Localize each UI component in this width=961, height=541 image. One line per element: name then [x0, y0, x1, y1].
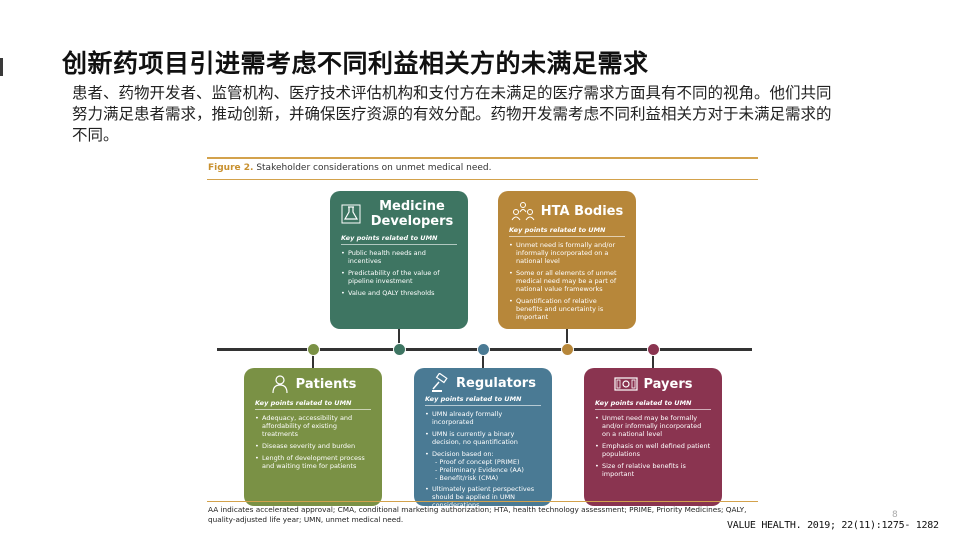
- figure-caption-rule: [207, 179, 758, 180]
- connector-regulators: [482, 351, 484, 368]
- flask-icon: [341, 204, 361, 224]
- card-subpoint: - Proof of concept (PRIME): [435, 458, 520, 466]
- timeline-dot-payers: [647, 343, 660, 356]
- citation: VALUE HEALTH. 2019; 22(11):1275- 1282: [727, 520, 939, 531]
- card-point: Decision based on:- Proof of concept (PR…: [425, 450, 541, 482]
- figure-caption-text: Stakeholder considerations on unmet medi…: [253, 163, 492, 173]
- card-point: Predictability of the value of pipeline …: [341, 269, 457, 285]
- page-number: 8: [892, 510, 898, 520]
- card-divider: [425, 405, 541, 406]
- card-regulators: Regulators Key points related to UMN UMN…: [414, 368, 552, 509]
- card-divider: [509, 236, 625, 237]
- gavel-icon: [432, 373, 448, 392]
- card-subpoint: - Benefit/risk (CMA): [435, 474, 499, 482]
- card-subtitle: Key points related to UMN: [255, 399, 352, 407]
- card-point: UMN already formally incorporated: [425, 410, 541, 426]
- card-point: Public health needs and incentives: [341, 249, 457, 265]
- card-points: Unmet need may be formally and/or inform…: [595, 414, 711, 478]
- connector-developers: [398, 326, 400, 348]
- card-divider: [341, 244, 457, 245]
- connector-patients: [312, 351, 314, 368]
- card-patients: Patients Key points related to UMN Adequ…: [244, 368, 382, 506]
- card-point: Ultimately patient perspectives should b…: [425, 485, 541, 509]
- card-point: Value and QALY thresholds: [341, 289, 457, 297]
- timeline-dot-developers: [393, 343, 406, 356]
- card-point: UMN is currently a binary decision, no q…: [425, 430, 541, 446]
- people-group-icon: [511, 202, 535, 221]
- card-point: Length of development process and waitin…: [255, 454, 371, 470]
- card-subtitle: Key points related to UMN: [425, 395, 522, 403]
- card-points: Public health needs and incentives Predi…: [341, 249, 457, 297]
- card-title: HTA Bodies: [540, 203, 624, 219]
- slide-edge-marker: [0, 58, 3, 76]
- timeline-dot-patients: [307, 343, 320, 356]
- connector-hta: [566, 326, 568, 348]
- card-points: Unmet need is formally and/or informally…: [509, 241, 625, 321]
- card-divider: [255, 409, 371, 410]
- card-divider: [595, 409, 711, 410]
- money-icon: [613, 377, 638, 391]
- stakeholder-figure: Figure 2. Stakeholder considerations on …: [207, 157, 758, 530]
- card-title: Medicine Developers: [370, 199, 454, 229]
- card-title: Payers: [643, 376, 693, 392]
- slide-title: 创新药项目引进需考虑不同利益相关方的未满足需求: [62, 49, 649, 78]
- figure-label: Figure 2.: [208, 163, 254, 173]
- card-point: Disease severity and burden: [255, 442, 371, 450]
- person-icon: [272, 375, 288, 394]
- card-title: Patients: [295, 376, 357, 392]
- card-point: Some or all elements of unmet medical ne…: [509, 269, 625, 293]
- slide-intro-text: 患者、药物开发者、监管机构、医疗技术评估机构和支付方在未满足的医疗需求方面具有不…: [72, 84, 832, 144]
- card-subtitle: Key points related to UMN: [341, 234, 438, 242]
- figure-bottom-rule: [207, 501, 758, 502]
- connector-payers: [652, 351, 654, 368]
- card-points: Adequacy, accessibility and affordabilit…: [255, 414, 371, 470]
- card-subtitle: Key points related to UMN: [509, 226, 606, 234]
- figure-caption: Figure 2. Stakeholder considerations on …: [208, 163, 492, 173]
- card-point: Quantification of relative benefits and …: [509, 297, 625, 321]
- card-point: Adequacy, accessibility and affordabilit…: [255, 414, 371, 438]
- timeline-dot-regulators: [477, 343, 490, 356]
- card-point: Size of relative benefits is important: [595, 462, 711, 478]
- figure-footnote: AA indicates accelerated approval; CMA, …: [208, 505, 747, 524]
- card-points: UMN already formally incorporated UMN is…: [425, 410, 541, 509]
- card-point-text: Decision based on:: [432, 450, 494, 458]
- card-hta-bodies: HTA Bodies Key points related to UMN Unm…: [498, 191, 636, 329]
- card-title: Regulators: [456, 375, 536, 391]
- timeline-dot-hta: [561, 343, 574, 356]
- card-point: Unmet need may be formally and/or inform…: [595, 414, 711, 438]
- card-subpoint: - Preliminary Evidence (AA): [435, 466, 524, 474]
- card-subtitle: Key points related to UMN: [595, 399, 692, 407]
- card-point: Unmet need is formally and/or informally…: [509, 241, 625, 265]
- card-medicine-developers: Medicine Developers Key points related t…: [330, 191, 468, 329]
- card-payers: Payers Key points related to UMN Unmet n…: [584, 368, 722, 506]
- figure-top-rule: [207, 157, 758, 159]
- card-point: Emphasis on well defined patient populat…: [595, 442, 711, 458]
